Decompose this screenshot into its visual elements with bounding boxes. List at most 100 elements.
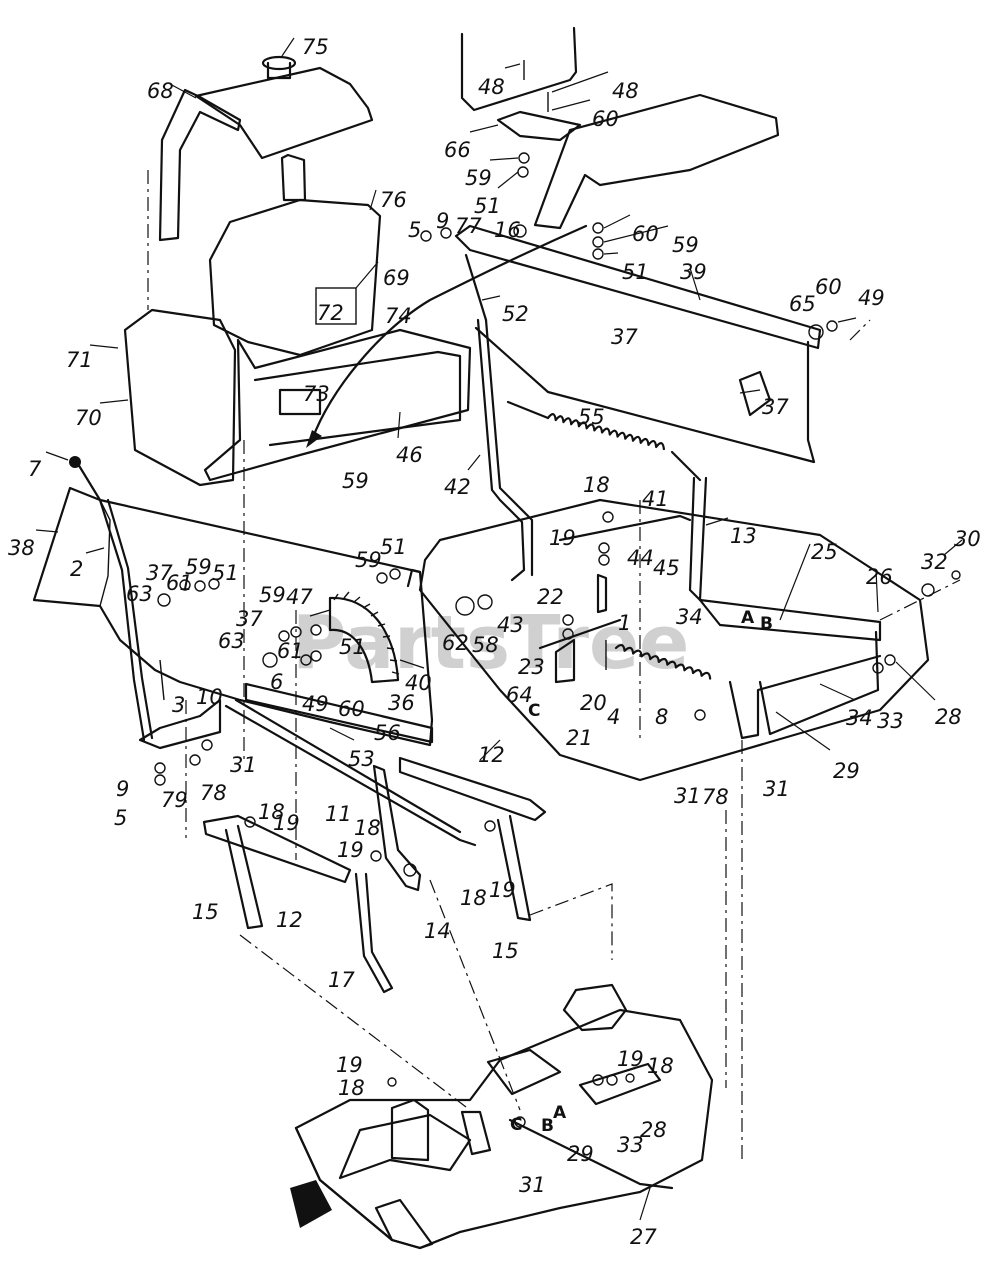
callout-15a: 15: [192, 900, 219, 924]
callout-14: 14: [424, 919, 451, 943]
callout-18e: 18: [647, 1054, 674, 1078]
callout-B1: B: [760, 614, 773, 634]
callout-19d: 19: [489, 878, 516, 902]
callout-33b: 33: [617, 1133, 644, 1157]
callout-46: 46: [396, 443, 423, 467]
callout-63a: 63: [126, 582, 153, 606]
callout-37b: 37: [762, 395, 789, 419]
callout-22: 22: [537, 585, 564, 609]
callout-28b: 28: [640, 1118, 667, 1142]
callout-76: 76: [380, 188, 407, 212]
callout-49a: 49: [858, 286, 885, 310]
callout-61a: 61: [166, 571, 193, 595]
callout-56: 56: [374, 721, 401, 745]
callout-59e: 59: [185, 555, 212, 579]
callout-52: 52: [502, 302, 529, 326]
spring-55: [506, 400, 702, 482]
callout-12b: 12: [276, 908, 303, 932]
hardware: [154, 60, 961, 1128]
callout-17: 17: [328, 968, 355, 992]
callout-74: 74: [385, 304, 412, 328]
callout-62: 62: [442, 631, 469, 655]
callout-60b: 60: [632, 222, 659, 246]
callout-34b: 34: [846, 706, 873, 730]
callout-C2: C: [510, 1115, 522, 1135]
callout-15b: 15: [492, 939, 519, 963]
callout-7: 7: [28, 457, 42, 481]
callout-19a: 19: [549, 526, 576, 550]
callout-13: 13: [730, 524, 757, 548]
callout-34a: 34: [676, 605, 703, 629]
callout-29b: 29: [567, 1142, 594, 1166]
callout-59d: 59: [355, 548, 382, 572]
callout-71: 71: [66, 348, 93, 372]
callout-23: 23: [518, 655, 545, 679]
callout-72: 72: [317, 301, 344, 325]
assembly-lines: [147, 170, 961, 1160]
callout-60a: 60: [592, 107, 619, 131]
callout-18c: 18: [354, 816, 381, 840]
callout-66: 66: [444, 138, 471, 162]
callout-70: 70: [75, 406, 102, 430]
shift-lever: [69, 456, 222, 750]
callout-64: 64: [506, 683, 533, 707]
callout-B2: B: [541, 1116, 554, 1136]
callout-18b: 18: [258, 800, 285, 824]
callout-33a: 33: [877, 709, 904, 733]
callout-59b: 59: [672, 233, 699, 257]
callout-53: 53: [348, 747, 375, 771]
callout-39: 39: [680, 260, 707, 284]
callout-38: 38: [8, 536, 35, 560]
callout-5b: 5: [114, 806, 127, 830]
callout-19b: 19: [273, 811, 300, 835]
callout-58: 58: [472, 633, 499, 657]
callout-45: 45: [653, 556, 680, 580]
callout-29a: 29: [833, 759, 860, 783]
callout-A1: A: [741, 608, 755, 628]
callout-27: 27: [630, 1225, 657, 1249]
callout-A2: A: [553, 1103, 567, 1123]
callout-20: 20: [580, 691, 607, 715]
callout-8: 8: [655, 705, 668, 729]
seat-assembly: [123, 55, 472, 487]
callout-31c: 31: [763, 777, 790, 801]
callout-63b: 63: [218, 629, 245, 653]
callout-60d: 60: [338, 697, 365, 721]
callout-19c: 19: [337, 838, 364, 862]
callout-31b: 31: [674, 784, 701, 808]
callout-48b: 48: [612, 79, 639, 103]
callout-1: 1: [618, 611, 631, 635]
callout-19f: 19: [336, 1053, 363, 1077]
callout-5a: 5: [408, 218, 421, 242]
callout-9a: 9: [436, 209, 449, 233]
callout-78b: 78: [702, 785, 729, 809]
callout-28a: 28: [935, 705, 962, 729]
callout-31a: 31: [230, 753, 257, 777]
callout-77: 77: [455, 214, 482, 238]
callout-26: 26: [866, 565, 893, 589]
callout-40: 40: [405, 671, 432, 695]
callout-19e: 19: [617, 1047, 644, 1071]
callout-37c: 37: [146, 561, 173, 585]
callout-32: 32: [921, 550, 948, 574]
callout-21: 21: [566, 726, 593, 750]
callout-43: 43: [497, 613, 524, 637]
callout-42: 42: [444, 475, 471, 499]
callout-25: 25: [811, 540, 838, 564]
callout-55: 55: [578, 405, 605, 429]
callout-51a: 51: [474, 194, 501, 218]
callout-C1: C: [528, 701, 540, 721]
callout-41: 41: [642, 487, 669, 511]
callout-18d: 18: [460, 886, 487, 910]
callout-12a: 12: [478, 743, 505, 767]
callout-9b: 9: [116, 777, 129, 801]
callout-51b: 51: [622, 260, 649, 284]
callout-51e: 51: [339, 635, 366, 659]
callout-79: 79: [161, 788, 188, 812]
mower-deck: [290, 983, 714, 1250]
callout-59f: 59: [259, 583, 286, 607]
callout-4: 4: [607, 705, 620, 729]
callout-16: 16: [494, 218, 521, 242]
callout-37d: 37: [236, 607, 263, 631]
